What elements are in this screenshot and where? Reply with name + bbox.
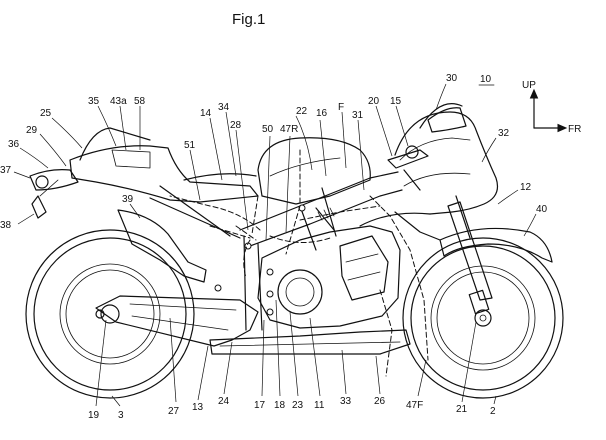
ref-29: 29 bbox=[26, 125, 38, 136]
direction-up-label: UP bbox=[522, 80, 536, 91]
ref-47R: 47R bbox=[280, 124, 298, 135]
ref-58: 58 bbox=[134, 96, 146, 107]
front-wheel bbox=[402, 237, 564, 399]
ref-37: 37 bbox=[0, 165, 12, 176]
ref-25: 25 bbox=[40, 108, 52, 119]
ref-31: 31 bbox=[352, 110, 364, 121]
ref-23: 23 bbox=[292, 400, 304, 411]
figure-title: Fig.1 bbox=[232, 11, 265, 28]
ref-39: 39 bbox=[122, 194, 134, 205]
ref-40: 40 bbox=[536, 204, 548, 215]
exhaust bbox=[209, 329, 411, 355]
ref-26: 26 bbox=[374, 396, 386, 407]
ref-2: 2 bbox=[490, 406, 496, 417]
vehicle-ref: 10 bbox=[480, 74, 492, 85]
ref-38: 38 bbox=[0, 220, 12, 231]
ref-19: 19 bbox=[88, 410, 100, 421]
ref-12: 12 bbox=[520, 182, 532, 193]
ref-21: 21 bbox=[456, 404, 468, 415]
ref-47F: 47F bbox=[406, 400, 423, 411]
ref-11: 11 bbox=[314, 400, 325, 411]
ref-36: 36 bbox=[8, 139, 20, 150]
fuel-tank bbox=[257, 137, 371, 205]
main-frame bbox=[239, 171, 403, 331]
leader-lines bbox=[13, 83, 537, 407]
ref-14: 14 bbox=[200, 108, 212, 119]
ref-28: 28 bbox=[230, 120, 242, 131]
reference-numerals: 30 25 35 43a 58 14 34 22 16 F 20 15 32 2… bbox=[0, 73, 548, 421]
ref-32: 32 bbox=[498, 128, 510, 139]
swingarm bbox=[95, 295, 259, 347]
ref-18: 18 bbox=[274, 400, 286, 411]
direction-indicator: UP FR bbox=[522, 80, 581, 135]
ref-30: 30 bbox=[446, 73, 458, 84]
handlebar bbox=[387, 145, 429, 191]
ref-24: 24 bbox=[218, 396, 230, 407]
seat-tail bbox=[29, 127, 259, 219]
ref-33: 33 bbox=[340, 396, 352, 407]
engine bbox=[214, 204, 401, 329]
ref-F: F bbox=[338, 102, 344, 113]
ref-20: 20 bbox=[368, 96, 380, 107]
ref-22: 22 bbox=[296, 106, 308, 117]
ref-51: 51 bbox=[184, 140, 196, 151]
front-cowl bbox=[359, 103, 499, 241]
ref-17: 17 bbox=[254, 400, 266, 411]
ref-27: 27 bbox=[168, 406, 180, 417]
ref-35: 35 bbox=[88, 96, 100, 107]
direction-front-label: FR bbox=[568, 124, 581, 135]
front-fender bbox=[439, 227, 553, 263]
ref-15: 15 bbox=[390, 96, 402, 107]
ref-34: 34 bbox=[218, 102, 230, 113]
rear-subframe bbox=[117, 185, 241, 283]
ref-16: 16 bbox=[316, 108, 328, 119]
hidden-components bbox=[169, 149, 429, 377]
ref-43a: 43a bbox=[110, 96, 127, 107]
ref-50: 50 bbox=[262, 124, 274, 135]
rear-wheel bbox=[25, 229, 195, 399]
ref-3: 3 bbox=[118, 410, 124, 421]
front-fork bbox=[447, 195, 493, 315]
ref-13: 13 bbox=[192, 402, 204, 413]
